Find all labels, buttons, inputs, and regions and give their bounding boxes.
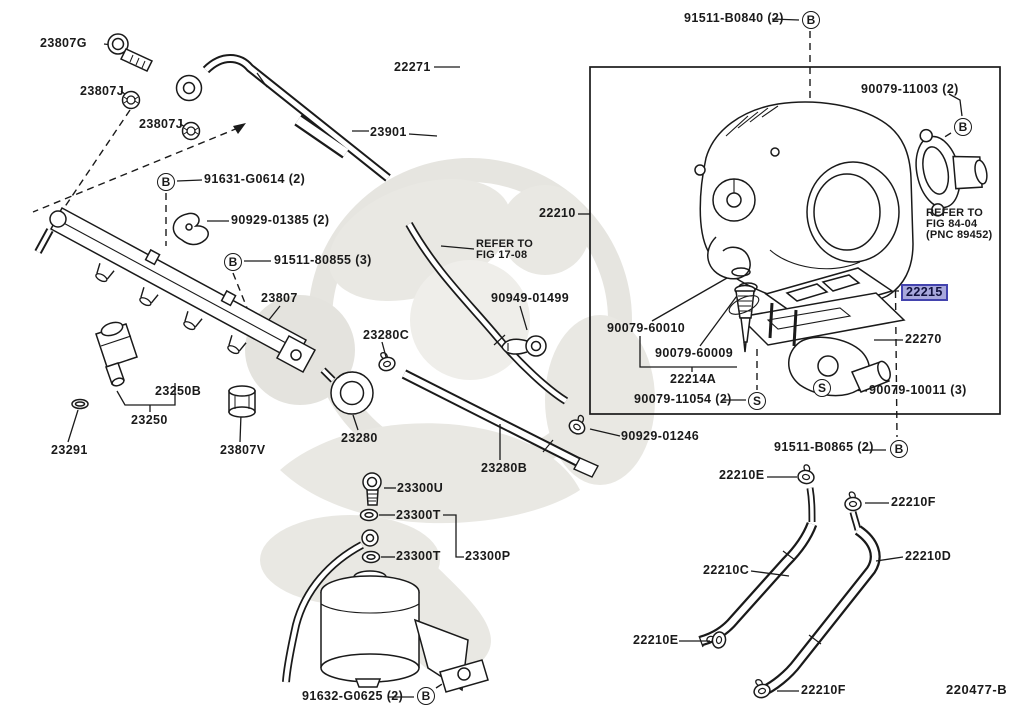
leader-lines (67, 18, 963, 698)
callout-B: B (802, 11, 820, 29)
part-label: 23250 (131, 413, 168, 427)
part-label: 90949-01499 (491, 291, 570, 305)
part-label: 91632-G0625 (2) (302, 689, 404, 703)
injector-drawing (95, 321, 138, 387)
hoses-inner (36, 56, 879, 697)
part-label: 90079-11054 (2) (634, 392, 732, 406)
part-label: 23250B (155, 384, 202, 398)
part-label: 23807J (80, 84, 125, 98)
part-label: 23807V (220, 443, 266, 457)
part-label: 90929-01246 (621, 429, 700, 443)
isc-valve-drawing (738, 292, 906, 397)
part-label: 22210C (703, 563, 750, 577)
figure-code: 220477-B (946, 682, 1008, 697)
part-label: 22210E (633, 633, 679, 647)
callout-S: S (748, 392, 766, 410)
part-label: 91511-B0865 (2) (774, 440, 874, 454)
part-label: 90079-11003 (2) (861, 82, 959, 96)
damper-cap-drawing (228, 385, 256, 418)
part-label: 90079-60009 (655, 346, 734, 360)
part-label: 90929-01385 (2) (231, 213, 330, 227)
part-label: 22210F (891, 495, 936, 509)
part-label: 22271 (394, 60, 431, 74)
part-label: 23280B (481, 461, 528, 475)
callout-B: B (417, 687, 435, 705)
parts-artwork (49, 33, 988, 693)
regulator-drawing (320, 570, 489, 693)
part-label: 23300T (396, 549, 441, 563)
assembly-arrowhead (233, 123, 246, 134)
throttle-sensor-drawing (915, 128, 988, 217)
callout-S: S (813, 379, 831, 397)
part-label: 23807G (40, 36, 87, 50)
part-label: 22210D (905, 549, 952, 563)
part-label: 23291 (51, 443, 88, 457)
callout-B: B (224, 253, 242, 271)
banjo-bolt-drawing (107, 33, 154, 72)
callout-B: B (157, 173, 175, 191)
part-label: 23280C (363, 328, 410, 342)
callout-B: B (890, 440, 908, 458)
part-label: 23807 (261, 291, 298, 305)
part-label: 23300P (465, 549, 511, 563)
part-label: 22210F (801, 683, 846, 697)
oring-screw-drawing (728, 267, 760, 353)
wire-clamp-drawing (501, 335, 547, 357)
part-label: 91631-G0614 (2) (204, 172, 306, 186)
callout-B: B (954, 118, 972, 136)
part-label: 23300T (396, 508, 441, 522)
part-label: 90079-10011 (3) (869, 383, 967, 397)
part-label: 23901 (370, 125, 407, 139)
pulsation-damper-drawing (330, 371, 374, 415)
throttle-body-drawing (694, 101, 914, 308)
part-label: 22214A (670, 372, 717, 386)
fuel-rail-drawing (49, 206, 317, 374)
part-label: 23300U (397, 481, 444, 495)
part-label: 23280 (341, 431, 378, 445)
assembly-box (589, 66, 1001, 415)
part-label-highlighted[interactable]: 22215 (901, 284, 948, 301)
part-label: 90079-60010 (607, 321, 686, 335)
union-bolt-drawing (359, 472, 382, 564)
part-label: 22270 (905, 332, 942, 346)
part-label: 91511-B0840 (2) (684, 11, 784, 25)
part-label: 22210E (719, 468, 765, 482)
part-label: 91511-80855 (3) (274, 253, 372, 267)
part-label: 23807J (139, 117, 184, 131)
part-label: 22210 (539, 206, 576, 220)
